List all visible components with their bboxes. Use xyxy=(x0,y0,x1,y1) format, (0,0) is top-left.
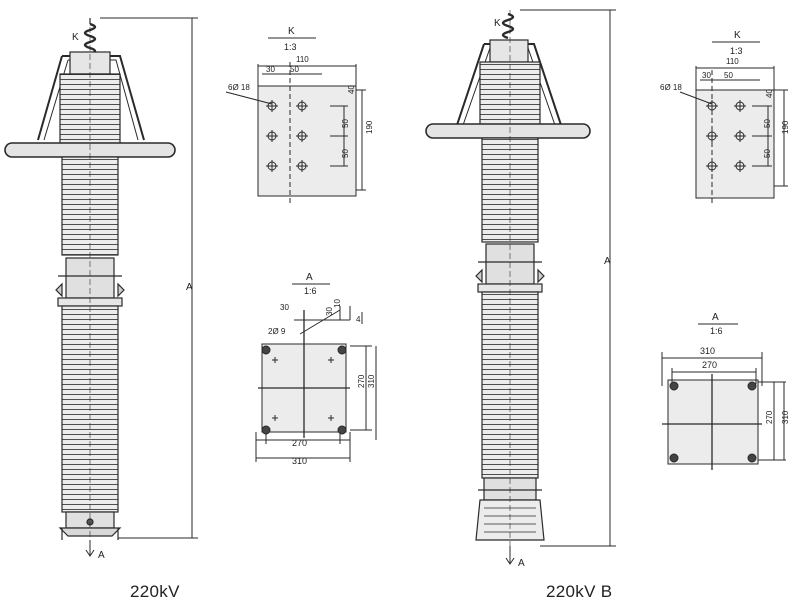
corner-hole xyxy=(747,453,757,463)
dim-270-right: 270 xyxy=(702,360,717,370)
bolt-hole xyxy=(734,100,746,112)
bolt-hole xyxy=(296,100,308,112)
bolt-hole xyxy=(296,130,308,142)
height-label-left: A xyxy=(186,282,193,293)
corner-hole xyxy=(669,453,679,463)
corner-hole xyxy=(261,425,271,435)
view-k-right xyxy=(679,41,788,204)
height-label-right: A xyxy=(604,256,611,267)
corner-hole xyxy=(337,425,347,435)
dim-310-right: 310 xyxy=(700,346,715,356)
dim-190-right: 190 xyxy=(781,120,790,134)
caption-220kv: 220kV xyxy=(130,582,180,601)
view-a-left xyxy=(255,283,377,462)
dim-310v-right: 310 xyxy=(781,410,790,424)
bolt-hole xyxy=(266,160,278,172)
corner-hole xyxy=(261,345,271,355)
bolt-holes-a-right xyxy=(669,381,757,463)
dim-110-left: 110 xyxy=(296,55,309,64)
caption-220kv-b: 220kV B xyxy=(546,582,613,601)
hole-spec-base-left: 2Ø 9 xyxy=(268,327,286,336)
arrester-left xyxy=(4,18,176,557)
bolt-holes-k-right xyxy=(706,100,746,172)
view-k-scale-right: 1:3 xyxy=(730,46,743,56)
view-a-scale-right: 1:6 xyxy=(710,326,723,336)
dim-110-right: 110 xyxy=(726,57,739,66)
dim-10-base-left: 10 xyxy=(333,299,342,308)
dim-190-left: 190 xyxy=(365,120,374,134)
bolt-hole xyxy=(296,160,308,172)
bolt-hole xyxy=(266,100,278,112)
dim-50-right: 50 xyxy=(724,71,733,80)
dim-30-base-left: 30 xyxy=(280,303,289,312)
dim-50b-right: 50 xyxy=(763,149,772,158)
bolt-hole xyxy=(734,130,746,142)
dim-270v-left: 270 xyxy=(357,374,366,388)
k-label-left: K xyxy=(72,32,79,43)
hole-spec-left: 6Ø 18 xyxy=(228,83,250,92)
dim-270-left: 270 xyxy=(292,438,307,448)
view-a-scale-left: 1:6 xyxy=(304,286,317,296)
bolt-holes-k-left xyxy=(266,100,308,172)
grading-ring-right xyxy=(425,123,591,139)
height-dimension-right xyxy=(520,9,616,547)
dim-30-left: 30 xyxy=(266,65,275,74)
view-k-left xyxy=(225,37,366,204)
dim-50a-left: 50 xyxy=(341,119,350,128)
dim-310-left: 310 xyxy=(292,456,307,466)
dim-4-base-left: 4 xyxy=(356,315,361,324)
bolt-hole xyxy=(734,160,746,172)
dim-40-left: 40 xyxy=(347,85,356,94)
dim-310v-left: 310 xyxy=(367,374,376,388)
hole-spec-right: 6Ø 18 xyxy=(660,83,682,92)
dim-30-right: 30 xyxy=(702,71,711,80)
view-k-scale-left: 1:3 xyxy=(284,42,297,52)
dim-50a-right: 50 xyxy=(763,119,772,128)
dim-30v-base-left: 30 xyxy=(325,307,334,316)
dim-50-left: 50 xyxy=(290,65,299,74)
bolt-hole xyxy=(706,160,718,172)
bolt-hole xyxy=(706,130,718,142)
view-a-right xyxy=(661,323,786,470)
height-dimension-left xyxy=(100,17,198,539)
bolt-hole xyxy=(706,100,718,112)
top-terminal-right xyxy=(501,12,515,40)
view-a-title-left: A xyxy=(306,272,313,283)
dim-40-right: 40 xyxy=(765,89,774,98)
corner-hole xyxy=(337,345,347,355)
view-a-title-right: A xyxy=(712,312,719,323)
bolt-holes-a-left xyxy=(261,345,347,435)
view-k-title-left: K xyxy=(288,26,295,37)
corner-hole xyxy=(747,381,757,391)
bolt-hole xyxy=(266,130,278,142)
arrester-right xyxy=(425,10,591,565)
view-k-title-right: K xyxy=(734,30,741,41)
corner-hole xyxy=(669,381,679,391)
k-label-right: K xyxy=(494,18,501,29)
dim-50b-left: 50 xyxy=(341,149,350,158)
arrow-a-label-right: A xyxy=(518,558,525,569)
arrow-a-label-left: A xyxy=(98,550,105,561)
dim-270v-right: 270 xyxy=(765,410,774,424)
